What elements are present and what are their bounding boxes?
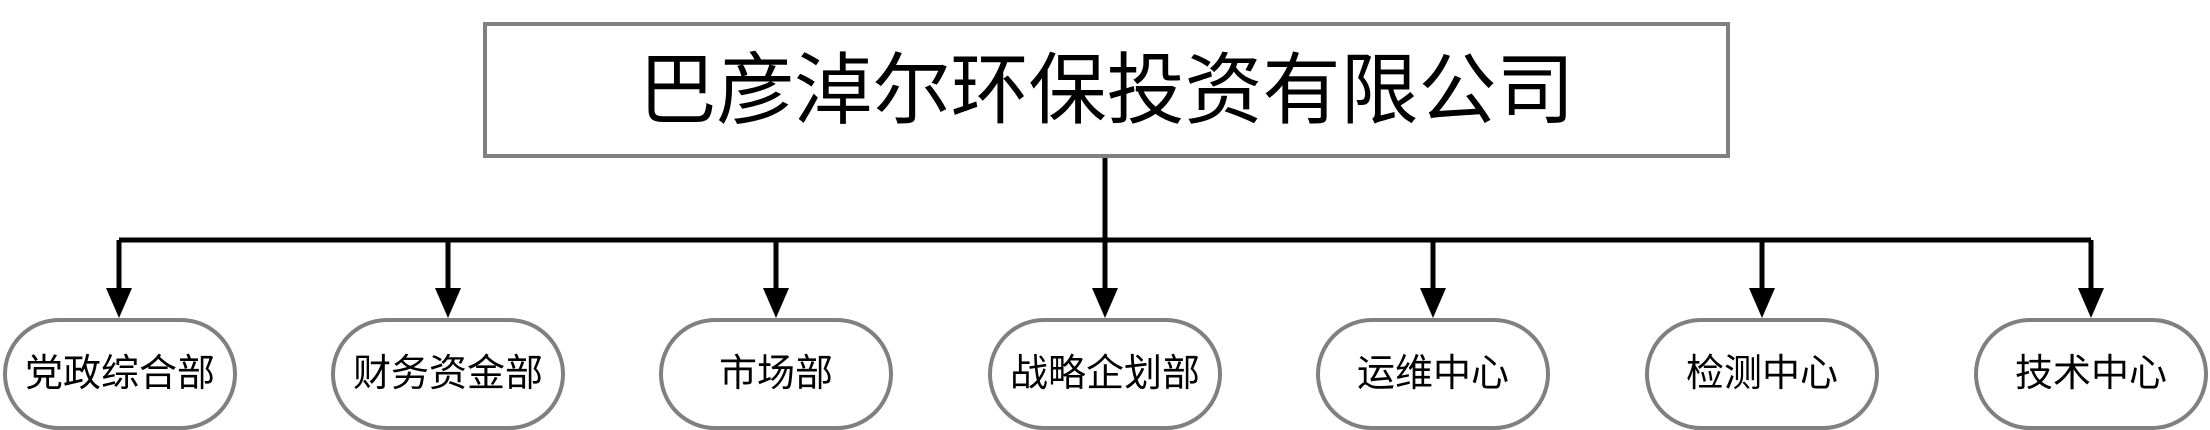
department-node-1[interactable]: 党政综合部	[3, 318, 237, 430]
root-node-company[interactable]: 巴彦淖尔环保投资有限公司	[483, 22, 1730, 158]
arrowhead-1	[106, 288, 132, 318]
department-node-5[interactable]: 运维中心	[1316, 318, 1550, 430]
department-node-label: 运维中心	[1356, 353, 1509, 395]
arrowhead-6	[1749, 288, 1775, 318]
department-node-label: 党政综合部	[24, 353, 215, 395]
root-node-label: 巴彦淖尔环保投资有限公司	[638, 46, 1575, 134]
department-node-2[interactable]: 财务资金部	[331, 318, 565, 430]
department-node-4[interactable]: 战略企划部	[988, 318, 1222, 430]
department-node-3[interactable]: 市场部	[659, 318, 893, 430]
arrowhead-2	[435, 288, 461, 318]
arrowhead-5	[1420, 288, 1446, 318]
department-node-label: 检测中心	[1685, 353, 1838, 395]
department-node-6[interactable]: 检测中心	[1645, 318, 1879, 430]
arrowhead-4	[1092, 288, 1118, 318]
department-node-7[interactable]: 技术中心	[1974, 318, 2208, 430]
department-node-label: 战略企划部	[1009, 353, 1200, 395]
arrowhead-7	[2078, 288, 2104, 318]
department-node-label: 财务资金部	[352, 353, 543, 395]
department-node-label: 技术中心	[2014, 353, 2167, 395]
department-node-label: 市场部	[718, 353, 833, 395]
arrowhead-3	[763, 288, 789, 318]
